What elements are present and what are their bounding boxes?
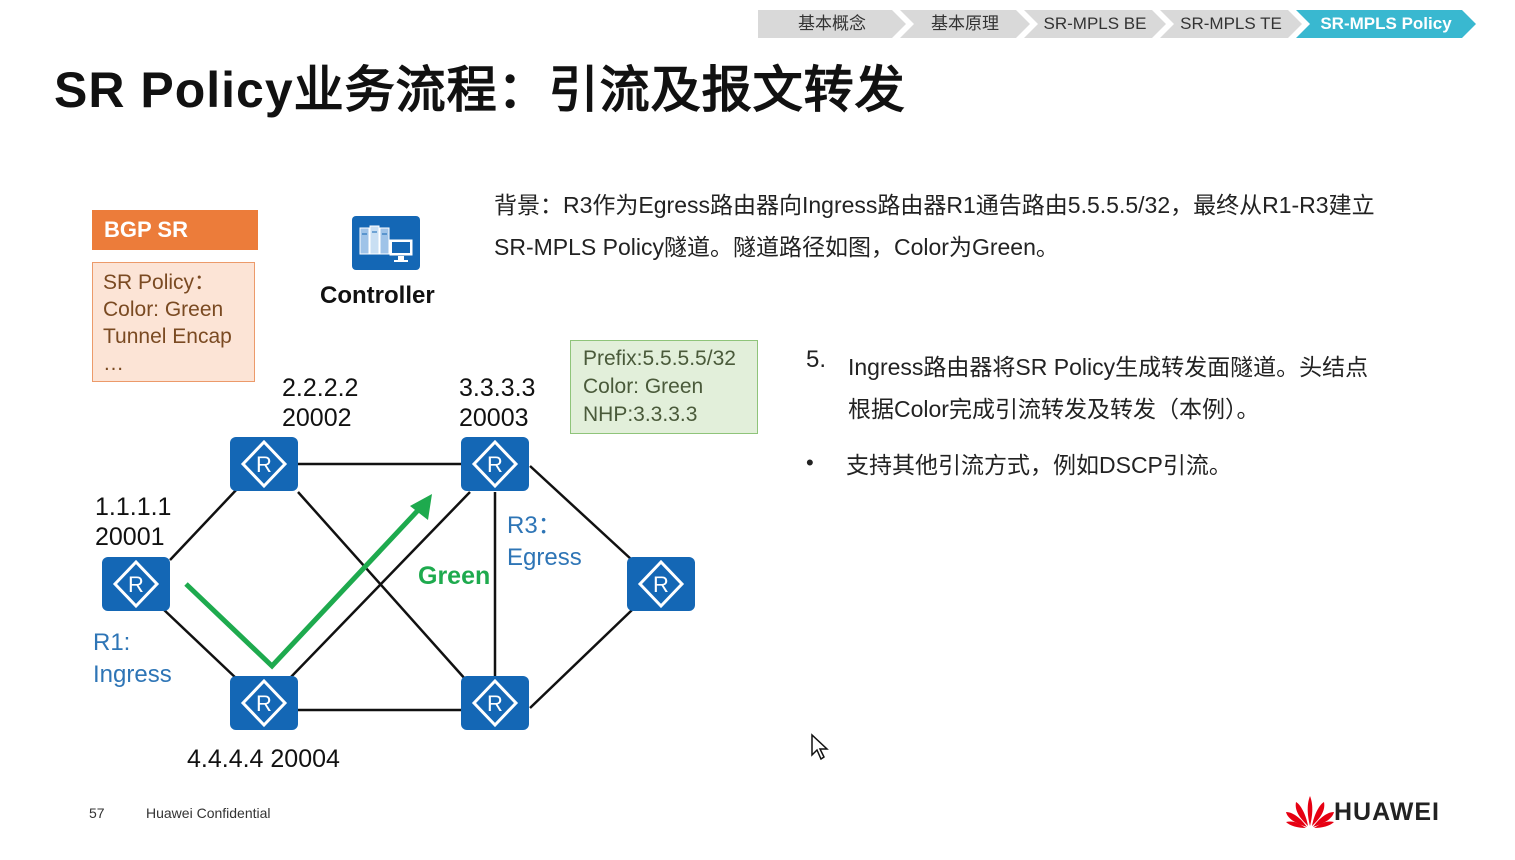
- prefix-line: Prefix:5.5.5.5/32: [583, 347, 736, 370]
- r2-ip-label: 2.2.2.2: [282, 374, 359, 402]
- bgp-sr-policy-header: BGP SR Policy: [92, 210, 258, 282]
- r3-sid-label: 20003: [459, 404, 529, 432]
- svg-text:R: R: [487, 452, 503, 477]
- r3-role-line2: Egress: [507, 544, 582, 571]
- bgp-box-line: Color: Green: [103, 298, 224, 321]
- bgp-sr-policy-box: SR Policy： Color: Green Tunnel Encap …: [92, 262, 255, 382]
- router-r6-icon[interactable]: R: [627, 557, 695, 611]
- bullet-text: 支持其他引流方式，例如DSCP引流。: [846, 452, 1232, 478]
- r4-label: 4.4.4.4 20004: [187, 745, 340, 773]
- page-title: SR Policy业务流程：引流及报文转发: [54, 62, 906, 118]
- mouse-cursor-icon: [811, 733, 829, 761]
- router-r2-icon[interactable]: R: [230, 437, 298, 491]
- green-path-arrowhead: [410, 494, 432, 520]
- r1-ip-label: 1.1.1.1: [95, 493, 172, 521]
- background-text: 背景：R3作为Egress路由器向Ingress路由器R1通告路由5.5.5.5…: [494, 192, 1375, 260]
- nav-tab-sr-mpls-te[interactable]: SR-MPLS TE: [1160, 10, 1302, 38]
- router-r3-icon[interactable]: R: [461, 437, 529, 491]
- bgp-box-line: …: [103, 352, 124, 375]
- link-r4-r3: [289, 491, 471, 679]
- step-number: 5.: [806, 346, 827, 373]
- svg-text:R: R: [128, 572, 144, 597]
- green-path-arrow: [184, 504, 424, 670]
- r3-ip-label: 3.3.3.3: [459, 374, 536, 402]
- nav-tab-basic-concepts[interactable]: 基本概念: [758, 10, 906, 38]
- link-r3-r6: [529, 465, 633, 561]
- color-line: Color: Green: [583, 375, 704, 398]
- bullet-symbol: •: [806, 450, 814, 475]
- green-path-label: Green: [418, 562, 491, 590]
- link-r2-r5: [297, 491, 467, 681]
- r2-sid-label: 20002: [282, 404, 352, 432]
- page-number: 57: [89, 805, 105, 821]
- confidential-label: Huawei Confidential: [146, 805, 271, 821]
- link-r1-r4: [161, 607, 239, 681]
- controller-icon: [352, 216, 420, 270]
- link-r1-r2: [169, 487, 239, 561]
- r3-role-line1: R3：: [507, 512, 562, 539]
- bgp-box-line: Tunnel Encap: [103, 325, 232, 348]
- step-text: Ingress路由器将SR Policy生成转发面隧道。头结点根据Color完成…: [848, 354, 1369, 422]
- router-r4-icon[interactable]: R: [230, 676, 298, 730]
- huawei-logo-icon: [1286, 796, 1334, 828]
- nav-tab-sr-mpls-policy[interactable]: SR-MPLS Policy: [1296, 10, 1476, 38]
- link-r5-r6: [529, 609, 633, 709]
- svg-text:R: R: [487, 691, 503, 716]
- r1-role-line1: R1:: [93, 629, 131, 656]
- r1-role-line2: Ingress: [93, 661, 172, 688]
- router-r5-icon[interactable]: R: [461, 676, 529, 730]
- nav-tab-sr-mpls-be[interactable]: SR-MPLS BE: [1024, 10, 1166, 38]
- nav-tab-basic-principles[interactable]: 基本原理: [900, 10, 1030, 38]
- prefix-info-box: Prefix:5.5.5.5/32 Color: Green NHP:3.3.3…: [570, 340, 758, 434]
- controller-label: Controller: [320, 282, 435, 309]
- huawei-logo-text: HUAWEI: [1334, 798, 1440, 826]
- r1-sid-label: 20001: [95, 523, 165, 551]
- nhp-line: NHP:3.3.3.3: [583, 403, 698, 426]
- svg-text:R: R: [256, 691, 272, 716]
- svg-text:R: R: [653, 572, 669, 597]
- router-r1-icon[interactable]: R: [102, 557, 170, 611]
- bgp-box-line: SR Policy：: [103, 271, 216, 294]
- svg-text:R: R: [256, 452, 272, 477]
